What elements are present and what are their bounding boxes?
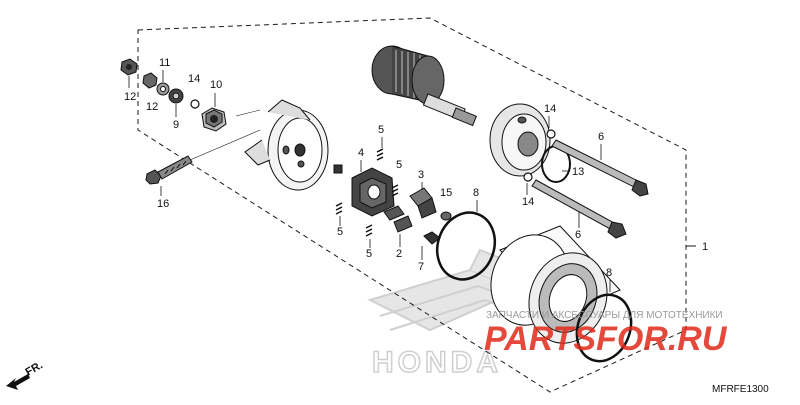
callout-2: 2 [396,248,402,260]
callout-14c: 14 [522,196,534,208]
nut-10 [201,107,227,132]
callout-14a: 14 [188,73,200,85]
callout-15: 15 [440,187,452,199]
callout-14b: 14 [544,103,556,115]
front-label: FR. [24,359,45,378]
oring-14-small [190,99,200,109]
spring-5-top [376,148,384,161]
callout-4: 4 [358,147,364,159]
front-direction-arrow [6,374,30,390]
oring-14-lower [523,172,533,182]
bolt-16 [145,155,193,185]
part-code: MFRFE1300 [712,384,769,395]
spring-5-left [335,202,343,215]
callout-10: 10 [210,79,222,91]
callout-8b: 8 [606,267,612,279]
callout-9: 9 [173,119,179,131]
callout-8a: 8 [473,187,479,199]
callout-5b: 5 [396,159,402,171]
callout-5d: 5 [366,248,372,260]
oring-8-right [575,293,633,363]
callout-12b: 12 [146,101,158,113]
nut-12-second [142,72,158,89]
brush-holder-4 [333,164,395,217]
callout-7: 7 [418,261,424,273]
callout-13: 13 [572,166,584,178]
through-bolt-6-lower [531,179,627,239]
brush-set-2 [383,205,413,233]
callout-5c: 5 [337,226,343,238]
rear-cover [244,99,329,191]
washer-11 [156,82,170,96]
screw-15 [440,211,452,221]
spring-5-right [391,184,399,197]
armature [371,45,478,127]
callout-16: 16 [157,198,169,210]
front-bracket [489,103,551,177]
assembly-boundary [137,17,687,393]
watermark-site: PARTSFOR.RU [484,320,728,358]
oring-14-upper [546,129,556,139]
watermark-tagline: ЗАПЧАСТИ И АКСЕССУАРЫ ДЛЯ МОТОТЕХНИКИ [486,310,723,321]
brush-terminal-3 [409,187,437,219]
callout-11: 11 [159,57,170,69]
oring-8-middle [435,211,497,281]
callout-6a: 6 [598,131,604,143]
through-bolt-6-upper [551,139,649,197]
washer-9 [168,88,184,104]
honda-watermark-text: HONDA [372,346,502,379]
callout-12a: 12 [124,91,136,103]
callout-6b: 6 [575,229,581,241]
nut-12-top [120,58,138,76]
callout-1: 1 [702,241,708,253]
spring-5-bottom [365,224,373,237]
callout-5a: 5 [378,124,384,136]
callout-3: 3 [418,169,424,181]
